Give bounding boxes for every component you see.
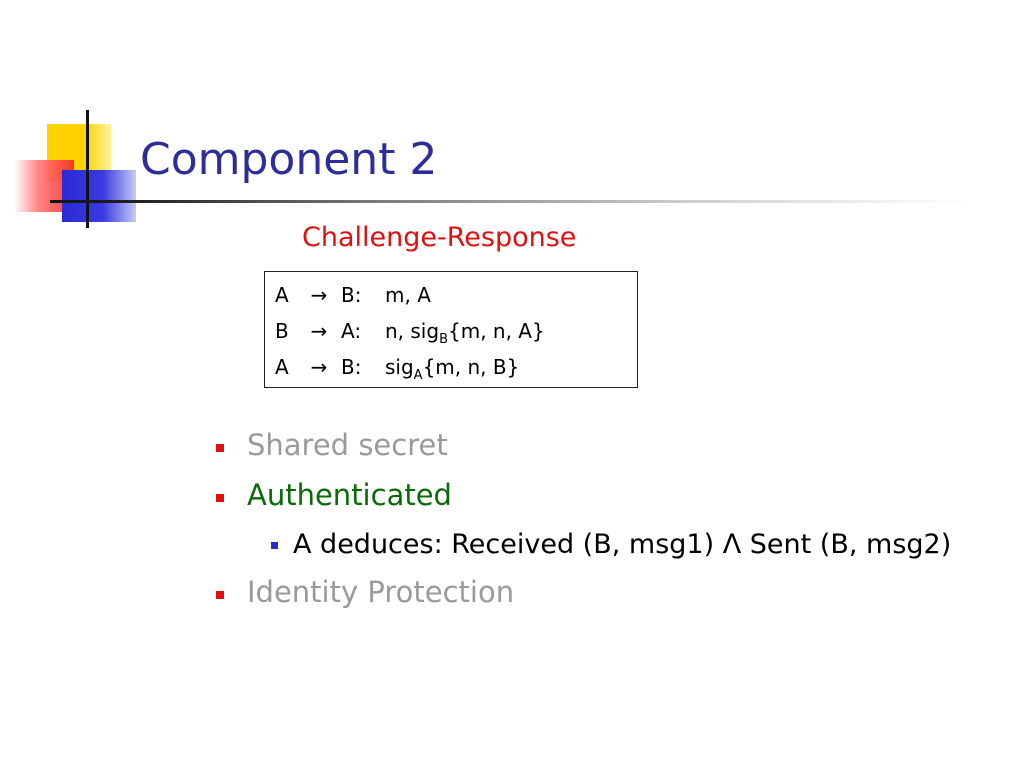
- bullet-identity-protection: Identity Protection: [216, 571, 953, 621]
- bullet-list: Shared secret Authenticated A deduces: R…: [216, 424, 953, 621]
- receiver: B:: [341, 355, 362, 379]
- bullet-square-icon: [216, 591, 224, 599]
- blue-square: [62, 170, 136, 222]
- slide-title: Component 2: [140, 134, 438, 185]
- vertical-rule: [86, 110, 89, 228]
- message-content: n, sigB {m, n, A}: [385, 319, 545, 347]
- arrow-icon: →: [310, 283, 328, 307]
- sub-bullet-deduces: A deduces: Received (B, msg1) Λ Sent (B,…: [271, 526, 953, 563]
- bullet-shared-secret: Shared secret: [216, 424, 953, 474]
- bullet-square-icon: [216, 444, 224, 452]
- receiver: A:: [341, 319, 362, 343]
- signature-subscript: A: [413, 368, 423, 383]
- title-underline: [50, 200, 970, 203]
- arrow-icon: →: [310, 355, 328, 379]
- protocol-message-1: A → B: m, A: [275, 280, 627, 316]
- arrow-icon: →: [310, 319, 328, 343]
- signature-subscript: B: [439, 332, 448, 347]
- sender: A: [275, 283, 289, 307]
- receiver: B:: [341, 283, 362, 307]
- protocol-message-3: A → B: sigA {m, n, B}: [275, 352, 627, 388]
- section-subtitle: Challenge-Response: [302, 222, 577, 253]
- sub-bullet-square-icon: [271, 542, 278, 549]
- bullet-square-icon: [216, 494, 224, 502]
- decorative-logo: [0, 0, 160, 240]
- protocol-box: A → B: m, A B → A: n, sigB {m, n, A} A → B: sigA …: [264, 271, 638, 388]
- sender: A: [275, 355, 289, 379]
- protocol-message-2: B → A: n, sigB {m, n, A}: [275, 316, 627, 352]
- message-content: m, A: [385, 283, 431, 307]
- message-content: sigA {m, n, B}: [385, 355, 520, 383]
- sender: B: [275, 319, 289, 343]
- bullet-authenticated: Authenticated: [216, 474, 953, 524]
